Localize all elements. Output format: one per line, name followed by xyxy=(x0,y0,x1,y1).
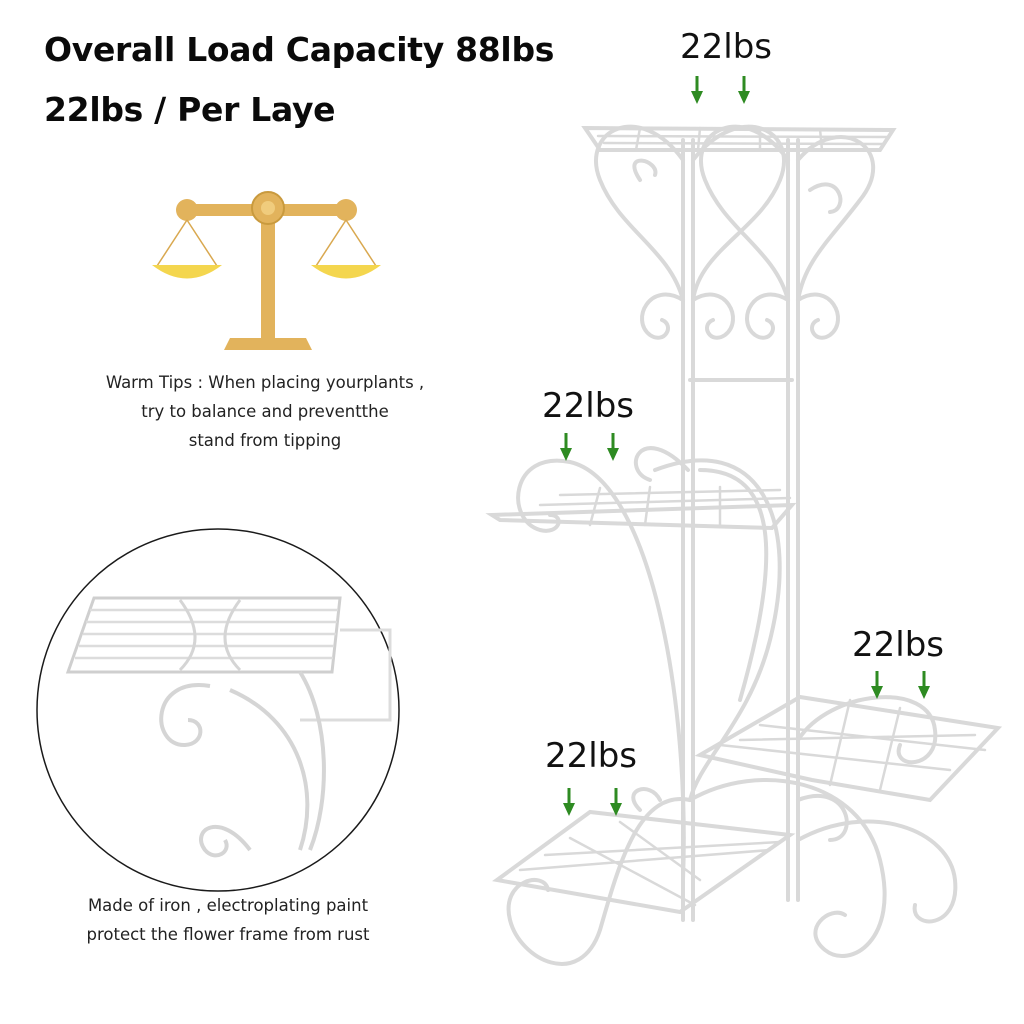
down-arrow-icon xyxy=(691,76,703,104)
down-arrow-icon xyxy=(607,433,619,461)
down-arrow-icon xyxy=(871,671,883,699)
load-label-second: 22lbs xyxy=(542,386,635,426)
down-arrow-icon xyxy=(738,76,750,104)
headline-capacity: Overall Load Capacity 88lbs xyxy=(44,30,555,69)
warm-tips: Warm Tips : When placing yourplants , tr… xyxy=(45,368,485,455)
headline-per-layer: 22lbs / Per Laye xyxy=(44,90,336,129)
down-arrow-icon xyxy=(610,788,622,816)
down-arrow-icon xyxy=(918,671,930,699)
load-label-top: 22lbs xyxy=(680,27,773,67)
detail-circle xyxy=(36,528,400,892)
warm-tips-line-1: Warm Tips : When placing yourplants , xyxy=(105,373,425,392)
balance-scale-icon xyxy=(152,191,381,350)
warm-tips-line-2: try to balance and preventthe xyxy=(141,402,389,421)
warm-tips-line-3: stand from tipping xyxy=(188,431,342,450)
material-note-line-2: protect the flower frame from rust xyxy=(86,925,370,944)
down-arrow-icon xyxy=(563,788,575,816)
load-label-bottom: 22lbs xyxy=(545,736,638,776)
material-note: Made of iron , electroplating paint prot… xyxy=(8,891,448,949)
load-label-right: 22lbs xyxy=(852,625,945,665)
material-note-line-1: Made of iron , electroplating paint xyxy=(87,896,369,915)
plant-stand xyxy=(485,124,1003,966)
down-arrow-icon xyxy=(560,433,572,461)
